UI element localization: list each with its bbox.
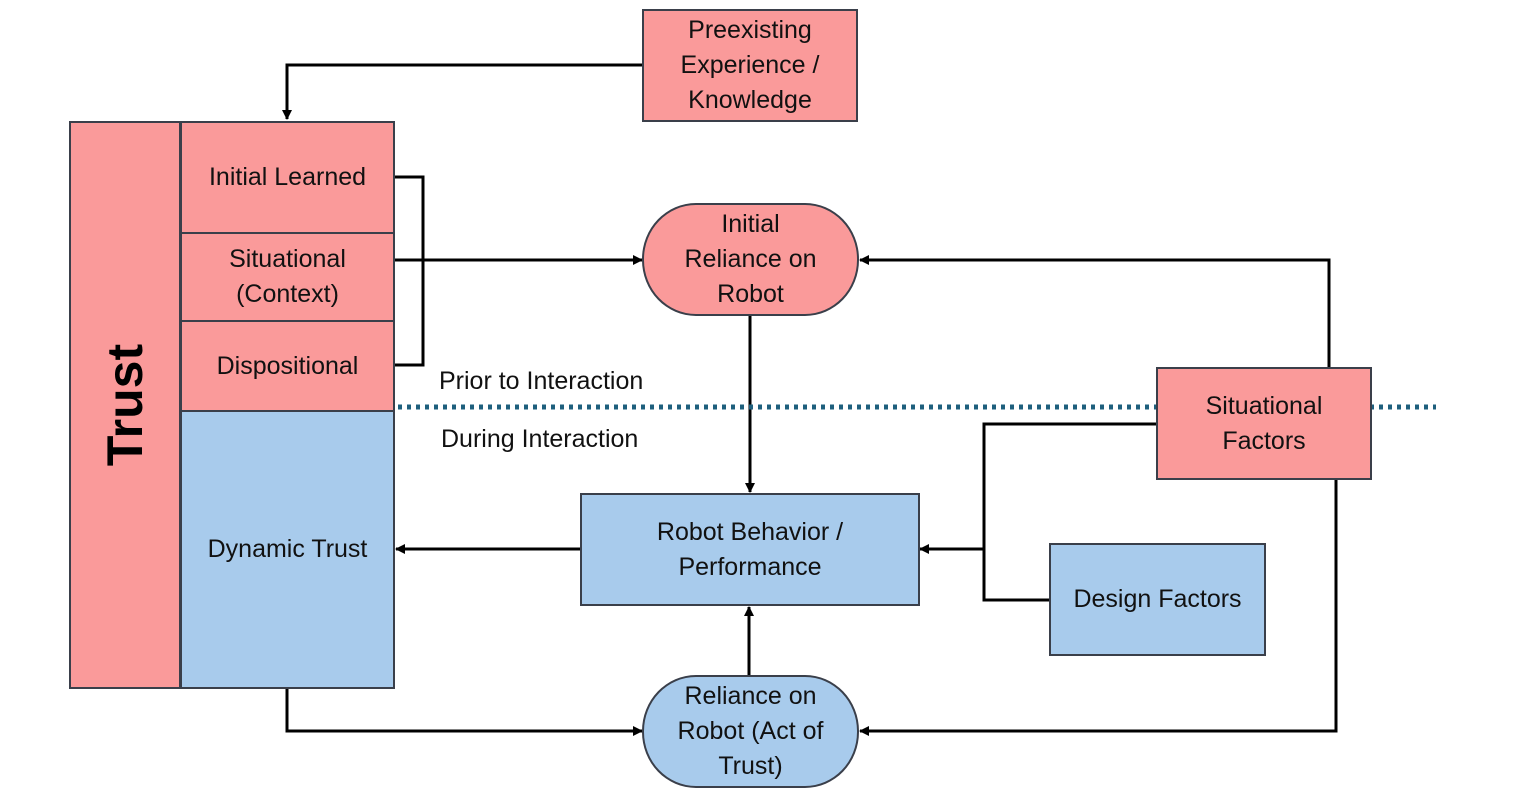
during-interaction-label: During Interaction: [441, 425, 639, 453]
initial-learned-trust-box: Initial Learned: [180, 121, 395, 234]
arrow-situational-factors-to-initial-reliance: [859, 255, 1331, 368]
trust-column: [69, 121, 181, 689]
situational-trust-box: Situational (Context): [180, 232, 395, 322]
dispositional-trust-box: Dispositional: [180, 320, 395, 412]
dynamic-trust-box: Dynamic Trust: [180, 410, 395, 689]
initial-reliance-box: Initial Reliance on Robot: [642, 203, 859, 316]
prior-to-interaction-label: Prior to Interaction: [439, 367, 644, 395]
reliance-act-box: Reliance on Robot (Act of Trust): [642, 675, 859, 788]
robot-behavior-box: Robot Behavior / Performance: [580, 493, 920, 606]
arrow-preexisting-to-initial-learned: [282, 63, 642, 120]
arrow-dynamic-trust-to-reliance-act: [285, 689, 643, 736]
preexisting-experience-box: Preexisting Experience / Knowledge: [642, 9, 858, 122]
trust-components-bracket: [394, 175, 425, 367]
trust-label: Trust: [97, 343, 153, 467]
situational-factors-box: Situational Factors: [1156, 367, 1372, 480]
design-factors-box: Design Factors: [1049, 543, 1266, 656]
